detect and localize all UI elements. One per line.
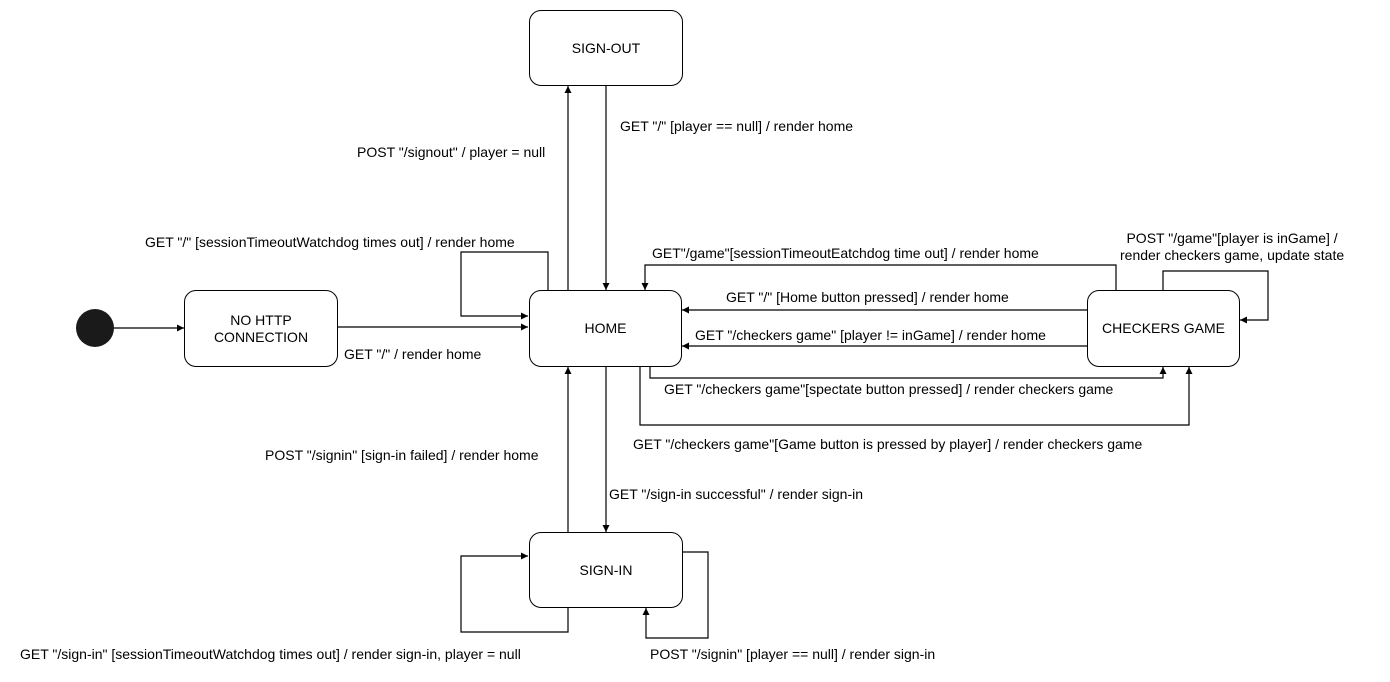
label-game-button: GET "/checkers game"[Game button is pres… (633, 436, 1143, 452)
state-sign-out-label: SIGN-OUT (571, 39, 641, 56)
label-signin-timeout: GET "/sign-in" [sessionTimeoutWatchdog t… (20, 646, 521, 662)
edge-signin-self-right (642, 551, 709, 639)
state-no-http-label: NO HTTP CONNECTION (213, 311, 309, 345)
label-signin-failed: POST "/signin" [sign-in failed] / render… (265, 447, 539, 463)
edge-spectate (649, 366, 1167, 379)
label-game-post-self: POST "/game"[player is inGame] / render … (1120, 230, 1345, 263)
state-checkers-game: CHECKERS GAME (1087, 290, 1240, 367)
label-signin-post-null: POST "/signin" [player == null] / render… (650, 646, 936, 662)
state-sign-in: SIGN-IN (529, 532, 683, 608)
edge-game-button (639, 366, 1193, 426)
label-spectate: GET "/checkers game"[spectate button pre… (664, 381, 1114, 397)
state-checkers-label: CHECKERS GAME (1102, 320, 1225, 336)
label-not-in-game: GET "/checkers game" [player != inGame] … (695, 327, 1046, 343)
edge-game-timeout (641, 264, 1117, 290)
edge-home-self (460, 251, 549, 320)
edge-game-self (1162, 270, 1269, 324)
state-home: HOME (529, 290, 682, 367)
state-sign-in-label: SIGN-IN (579, 561, 633, 578)
label-home-button: GET "/" [Home button pressed] / render h… (726, 289, 1009, 305)
label-nohttp-to-home: GET "/" / render home (344, 346, 482, 362)
label-signout-get-home: GET "/" [player == null] / render home (620, 118, 854, 134)
label-signin-success: GET "/sign-in successful" / render sign-… (609, 486, 864, 502)
state-home-label: HOME (584, 320, 627, 336)
initial-state-node (76, 309, 114, 347)
label-home-timeout: GET "/" [sessionTimeoutWatchdog times ou… (145, 234, 515, 250)
label-game-timeout: GET"/game"[sessionTimeoutEatchdog time o… (652, 245, 1039, 261)
state-sign-out: SIGN-OUT (529, 10, 683, 86)
state-no-http-connection: NO HTTP CONNECTION (184, 290, 338, 367)
edge-signin-self-left (460, 552, 569, 633)
label-signout-post: POST "/signout" / player = null (357, 144, 546, 160)
